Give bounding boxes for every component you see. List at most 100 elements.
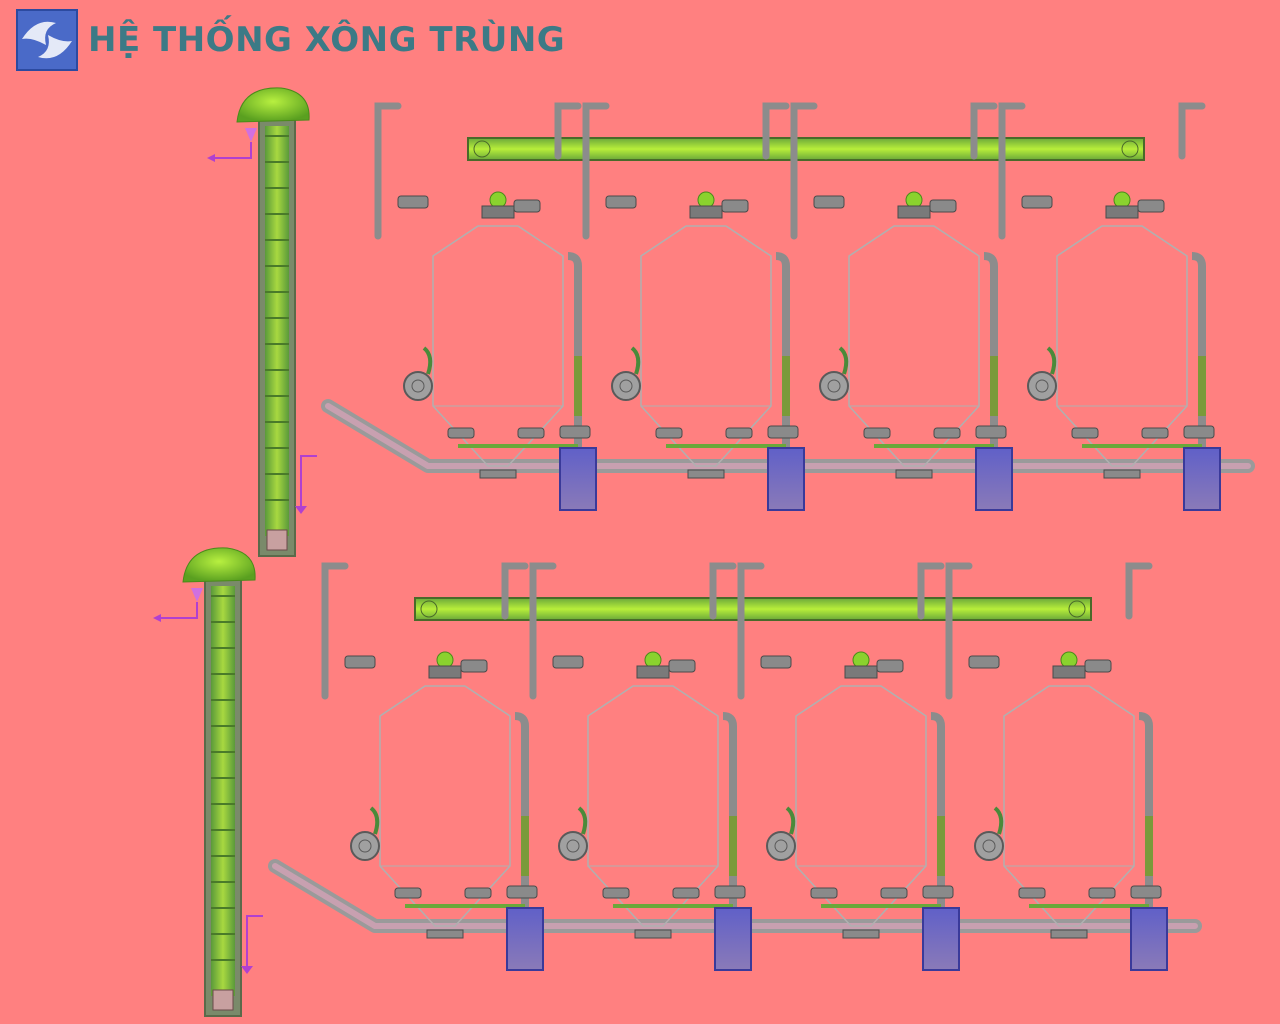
fumigation-tank [945,562,1168,971]
vent-pipe [917,562,945,620]
pump-valve-icon [975,425,1007,439]
discharge-flange [426,929,464,939]
feed-line [246,915,263,970]
inlet-flange [428,665,462,679]
pump-valve-icon [1130,885,1162,899]
fumigation-tank [737,562,960,971]
fan-duct [577,806,588,835]
bottom-valve-icon [672,887,700,899]
vent-pipe [554,102,582,160]
elevator-head-dome [182,547,256,583]
fumigation-tank [998,102,1221,511]
blower-fan-icon [766,831,796,861]
production-line-2 [153,547,1202,1017]
company-logo-icon [16,9,78,71]
vent-pipe [945,562,973,700]
vent-valve-icon [397,195,429,209]
fan-duct [785,806,796,835]
return-pipe-core [325,403,1251,469]
return-pipe-core [272,863,1198,929]
elevator-boot [212,989,234,1011]
vent-pipe [1125,562,1153,620]
recirculation-pipe [1191,252,1206,466]
bottom-valve-icon [880,887,908,899]
vent-pipe [321,562,349,700]
discharge-flange [1050,929,1088,939]
recirculation-pipe [514,712,529,926]
bottom-valve-icon [1088,887,1116,899]
bottom-valve-icon [725,427,753,439]
vent-pipe [970,102,998,160]
fumigation-tank [321,562,544,971]
pipe-section [1198,356,1206,416]
vent-pipe [998,102,1026,240]
pipe-section [574,356,582,416]
pump-box [559,447,597,511]
blower-fan-icon [974,831,1004,861]
pump-valve-icon [506,885,538,899]
discharge-flange [1103,469,1141,479]
blower-fan-icon [819,371,849,401]
fan-hub [411,379,425,393]
inlet-flange [481,205,515,219]
pump-box [975,447,1013,511]
pipe-section [782,356,790,416]
discharge-valve-icon [245,128,257,142]
gate-motor-icon [1084,659,1112,673]
blower-fan-icon [558,831,588,861]
feed-arrow-icon [241,966,253,974]
vent-pipe [374,102,402,240]
vent-pipe [709,562,737,620]
bottom-valve-icon [863,427,891,439]
conveyor-pulley-icon [1121,140,1139,158]
bottom-valve-icon [464,887,492,899]
fan-duct [993,806,1004,835]
recirculation-pipe [983,252,998,466]
conveyor-pulley-icon [420,600,438,618]
vent-pipe [529,562,557,700]
gate-motor-icon [1137,199,1165,213]
fan-duct [630,346,641,375]
pipe-section [729,816,737,876]
recirculation-pipe [775,252,790,466]
pump-valve-icon [559,425,591,439]
discharge-line [155,602,198,619]
gate-motor-icon [668,659,696,673]
pump-box [1130,907,1168,971]
elevator-belt [265,126,289,536]
elevator-boot [266,529,288,551]
bottom-valve-icon [1018,887,1046,899]
fan-duct [369,806,380,835]
discharge-line [209,142,252,159]
inlet-flange [897,205,931,219]
bottom-valve-icon [655,427,683,439]
pipe-section [990,356,998,416]
bottom-valve-icon [810,887,838,899]
pump-valve-icon [1183,425,1215,439]
vent-pipe [501,562,529,620]
fumigation-tank [529,562,752,971]
bottom-valve-icon [933,427,961,439]
bottom-valve-icon [517,427,545,439]
recirculation-pipe [1138,712,1153,926]
fumigation-tank [582,102,805,511]
recirculation-pipe [930,712,945,926]
elevator-belt [211,586,235,996]
conveyor-pulley-icon [1068,600,1086,618]
fan-duct [838,346,849,375]
fan-duct [422,346,433,375]
production-line-1 [207,87,1255,557]
pipe-section [937,816,945,876]
discharge-flange [687,469,725,479]
pipe-section [1145,816,1153,876]
vent-pipe [582,102,610,240]
conveyor-pulley-icon [473,140,491,158]
recirculation-pipe [567,252,582,466]
fan-hub [358,839,372,853]
fan-hub [827,379,841,393]
pump-valve-icon [922,885,954,899]
bucket-elevator [153,547,263,1017]
blower-fan-icon [403,371,433,401]
top-conveyor [467,137,1145,161]
fumigation-tank [374,102,597,511]
